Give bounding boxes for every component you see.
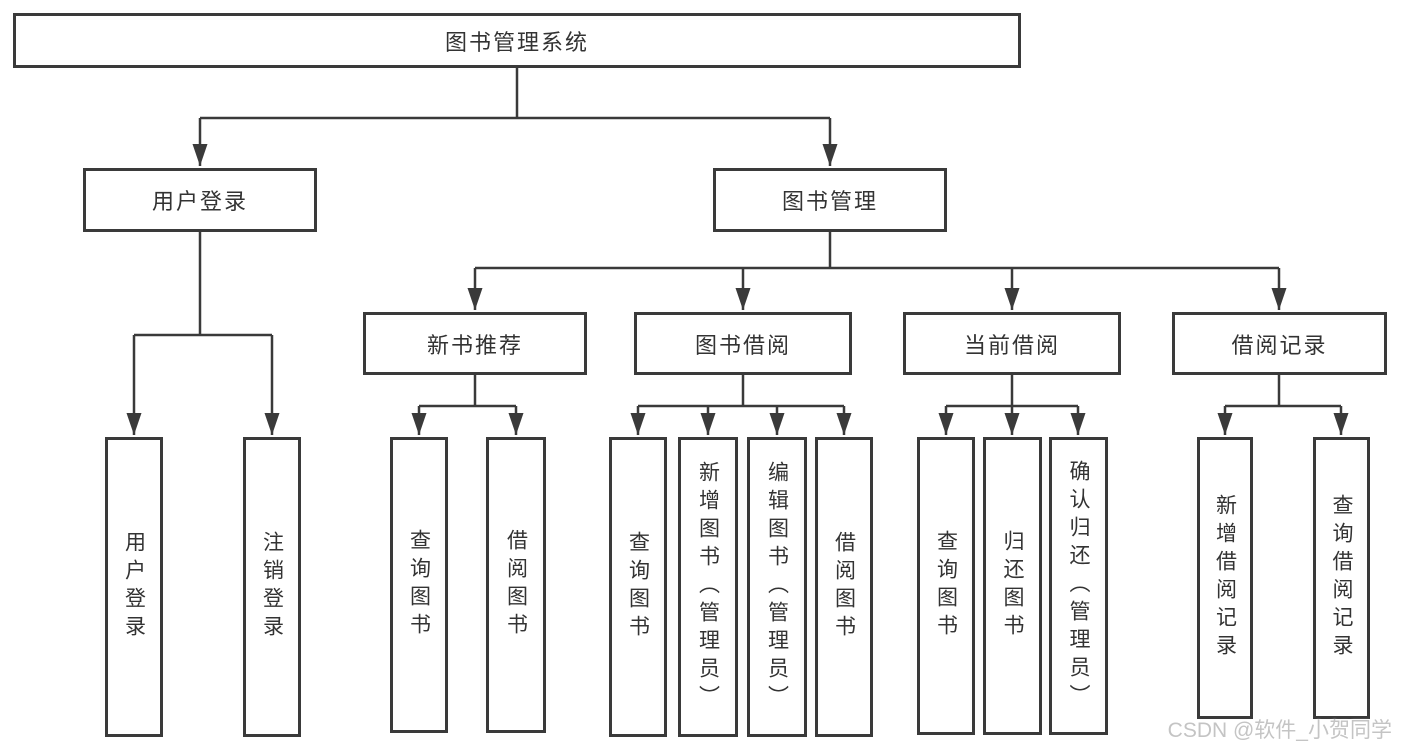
leaf-label: 确认归还（管理员） (1067, 460, 1090, 712)
node-book-management: 图书管理 (713, 168, 947, 232)
node-new-book-recommend: 新书推荐 (363, 312, 587, 375)
leaf-add-borrow-record: 新增借阅记录 (1197, 437, 1253, 719)
leaf-label: 借阅图书 (504, 529, 528, 641)
leaf-query-books-1: 查询图书 (390, 437, 448, 733)
leaf-label: 查询图书 (626, 531, 650, 643)
leaf-label: 归还图书 (1001, 530, 1024, 642)
leaf-return-books: 归还图书 (983, 437, 1042, 735)
leaf-user-login: 用户登录 (105, 437, 163, 737)
node-user-login: 用户登录 (83, 168, 317, 232)
leaf-add-books-admin: 新增图书（管理员） (678, 437, 738, 737)
leaf-borrow-books-1: 借阅图书 (486, 437, 546, 733)
leaf-logout: 注销登录 (243, 437, 301, 737)
leaf-label: 新增图书（管理员） (696, 461, 720, 713)
leaf-label: 查询借阅记录 (1330, 494, 1353, 662)
leaf-label: 新增借阅记录 (1213, 494, 1237, 662)
leaf-query-borrow-record: 查询借阅记录 (1313, 437, 1370, 719)
leaf-label: 用户登录 (122, 531, 146, 643)
csdn-watermark: CSDN @软件_小贺同学 (1167, 719, 1392, 742)
leaf-edit-books-admin: 编辑图书（管理员） (747, 437, 807, 737)
node-current-borrow: 当前借阅 (903, 312, 1121, 375)
leaf-confirm-return-admin: 确认归还（管理员） (1049, 437, 1108, 735)
leaf-query-books-2: 查询图书 (609, 437, 667, 737)
node-book-borrow: 图书借阅 (634, 312, 852, 375)
leaf-label: 查询图书 (934, 530, 958, 642)
leaf-label: 注销登录 (260, 531, 284, 643)
leaf-label: 查询图书 (407, 529, 431, 641)
leaf-query-books-3: 查询图书 (917, 437, 975, 735)
node-root-library-system: 图书管理系统 (13, 13, 1021, 68)
leaf-label: 借阅图书 (832, 531, 856, 643)
leaf-label: 编辑图书（管理员） (765, 461, 789, 713)
leaf-borrow-books-2: 借阅图书 (815, 437, 873, 737)
node-borrow-records: 借阅记录 (1172, 312, 1387, 375)
